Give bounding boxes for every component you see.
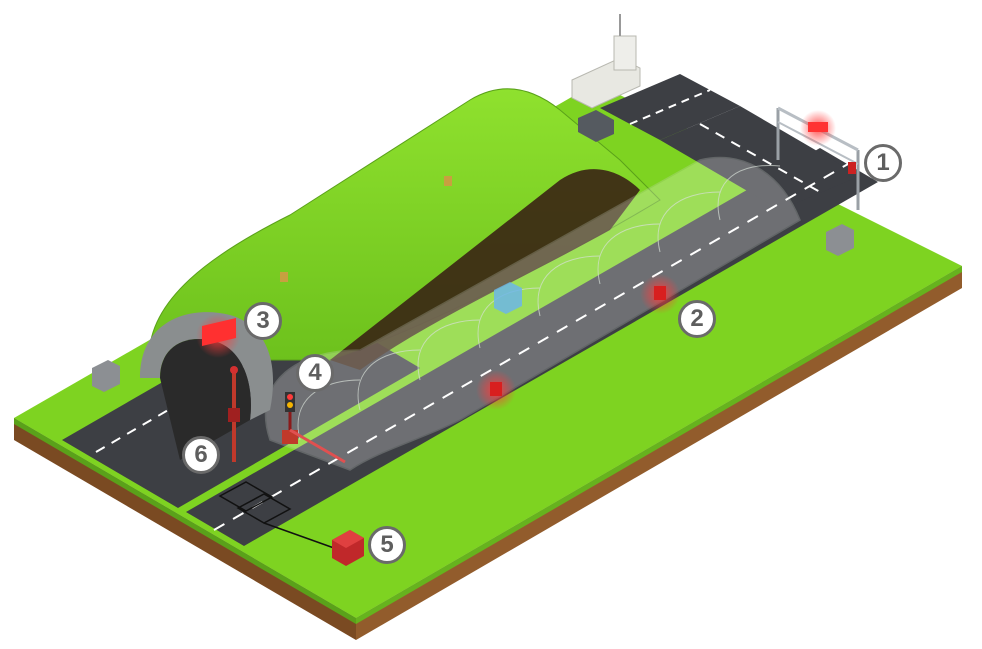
callout-label: 4 (308, 359, 322, 386)
callout-5: 5 (368, 526, 406, 564)
grass-edge-right (356, 266, 962, 624)
overhead-sign-gantry-icon (776, 106, 860, 210)
callout-label: 2 (690, 305, 704, 332)
hill-lamp-icon (444, 176, 452, 186)
equipment-box-icon (494, 282, 522, 314)
signal-pole-icon (228, 366, 240, 462)
grass-edge-left (14, 418, 356, 624)
barrier-gate-icon (282, 428, 346, 464)
tunnel-ribs (297, 164, 781, 441)
tunnel-portal-opening (160, 339, 251, 460)
road-main (186, 148, 878, 546)
callout-3: 3 (244, 302, 282, 340)
control-cabinet-icon (332, 530, 364, 566)
lane-marking-upper (629, 89, 711, 125)
tunnel-shell (264, 156, 801, 471)
callout-label: 1 (876, 149, 890, 176)
tunnel-portal (140, 312, 274, 420)
road-upper-right (660, 106, 860, 210)
red-beacon-icon (476, 274, 680, 410)
detector-loop-icon (218, 481, 335, 549)
utility-cabinet-icon (92, 224, 854, 392)
callout-2: 2 (678, 300, 716, 338)
callout-label: 5 (380, 531, 394, 558)
building-icon (571, 14, 641, 109)
callout-1: 1 (864, 144, 902, 182)
tunnel-interior (330, 169, 640, 370)
led-sign-icon (196, 314, 240, 358)
truck-icon (578, 110, 614, 142)
callout-4: 4 (296, 354, 334, 392)
callout-label: 3 (256, 307, 270, 334)
lane-marking-upper-right (699, 123, 821, 193)
callout-6: 6 (182, 436, 220, 474)
callout-label: 6 (194, 441, 208, 468)
hill-lamp-icon (280, 272, 288, 282)
